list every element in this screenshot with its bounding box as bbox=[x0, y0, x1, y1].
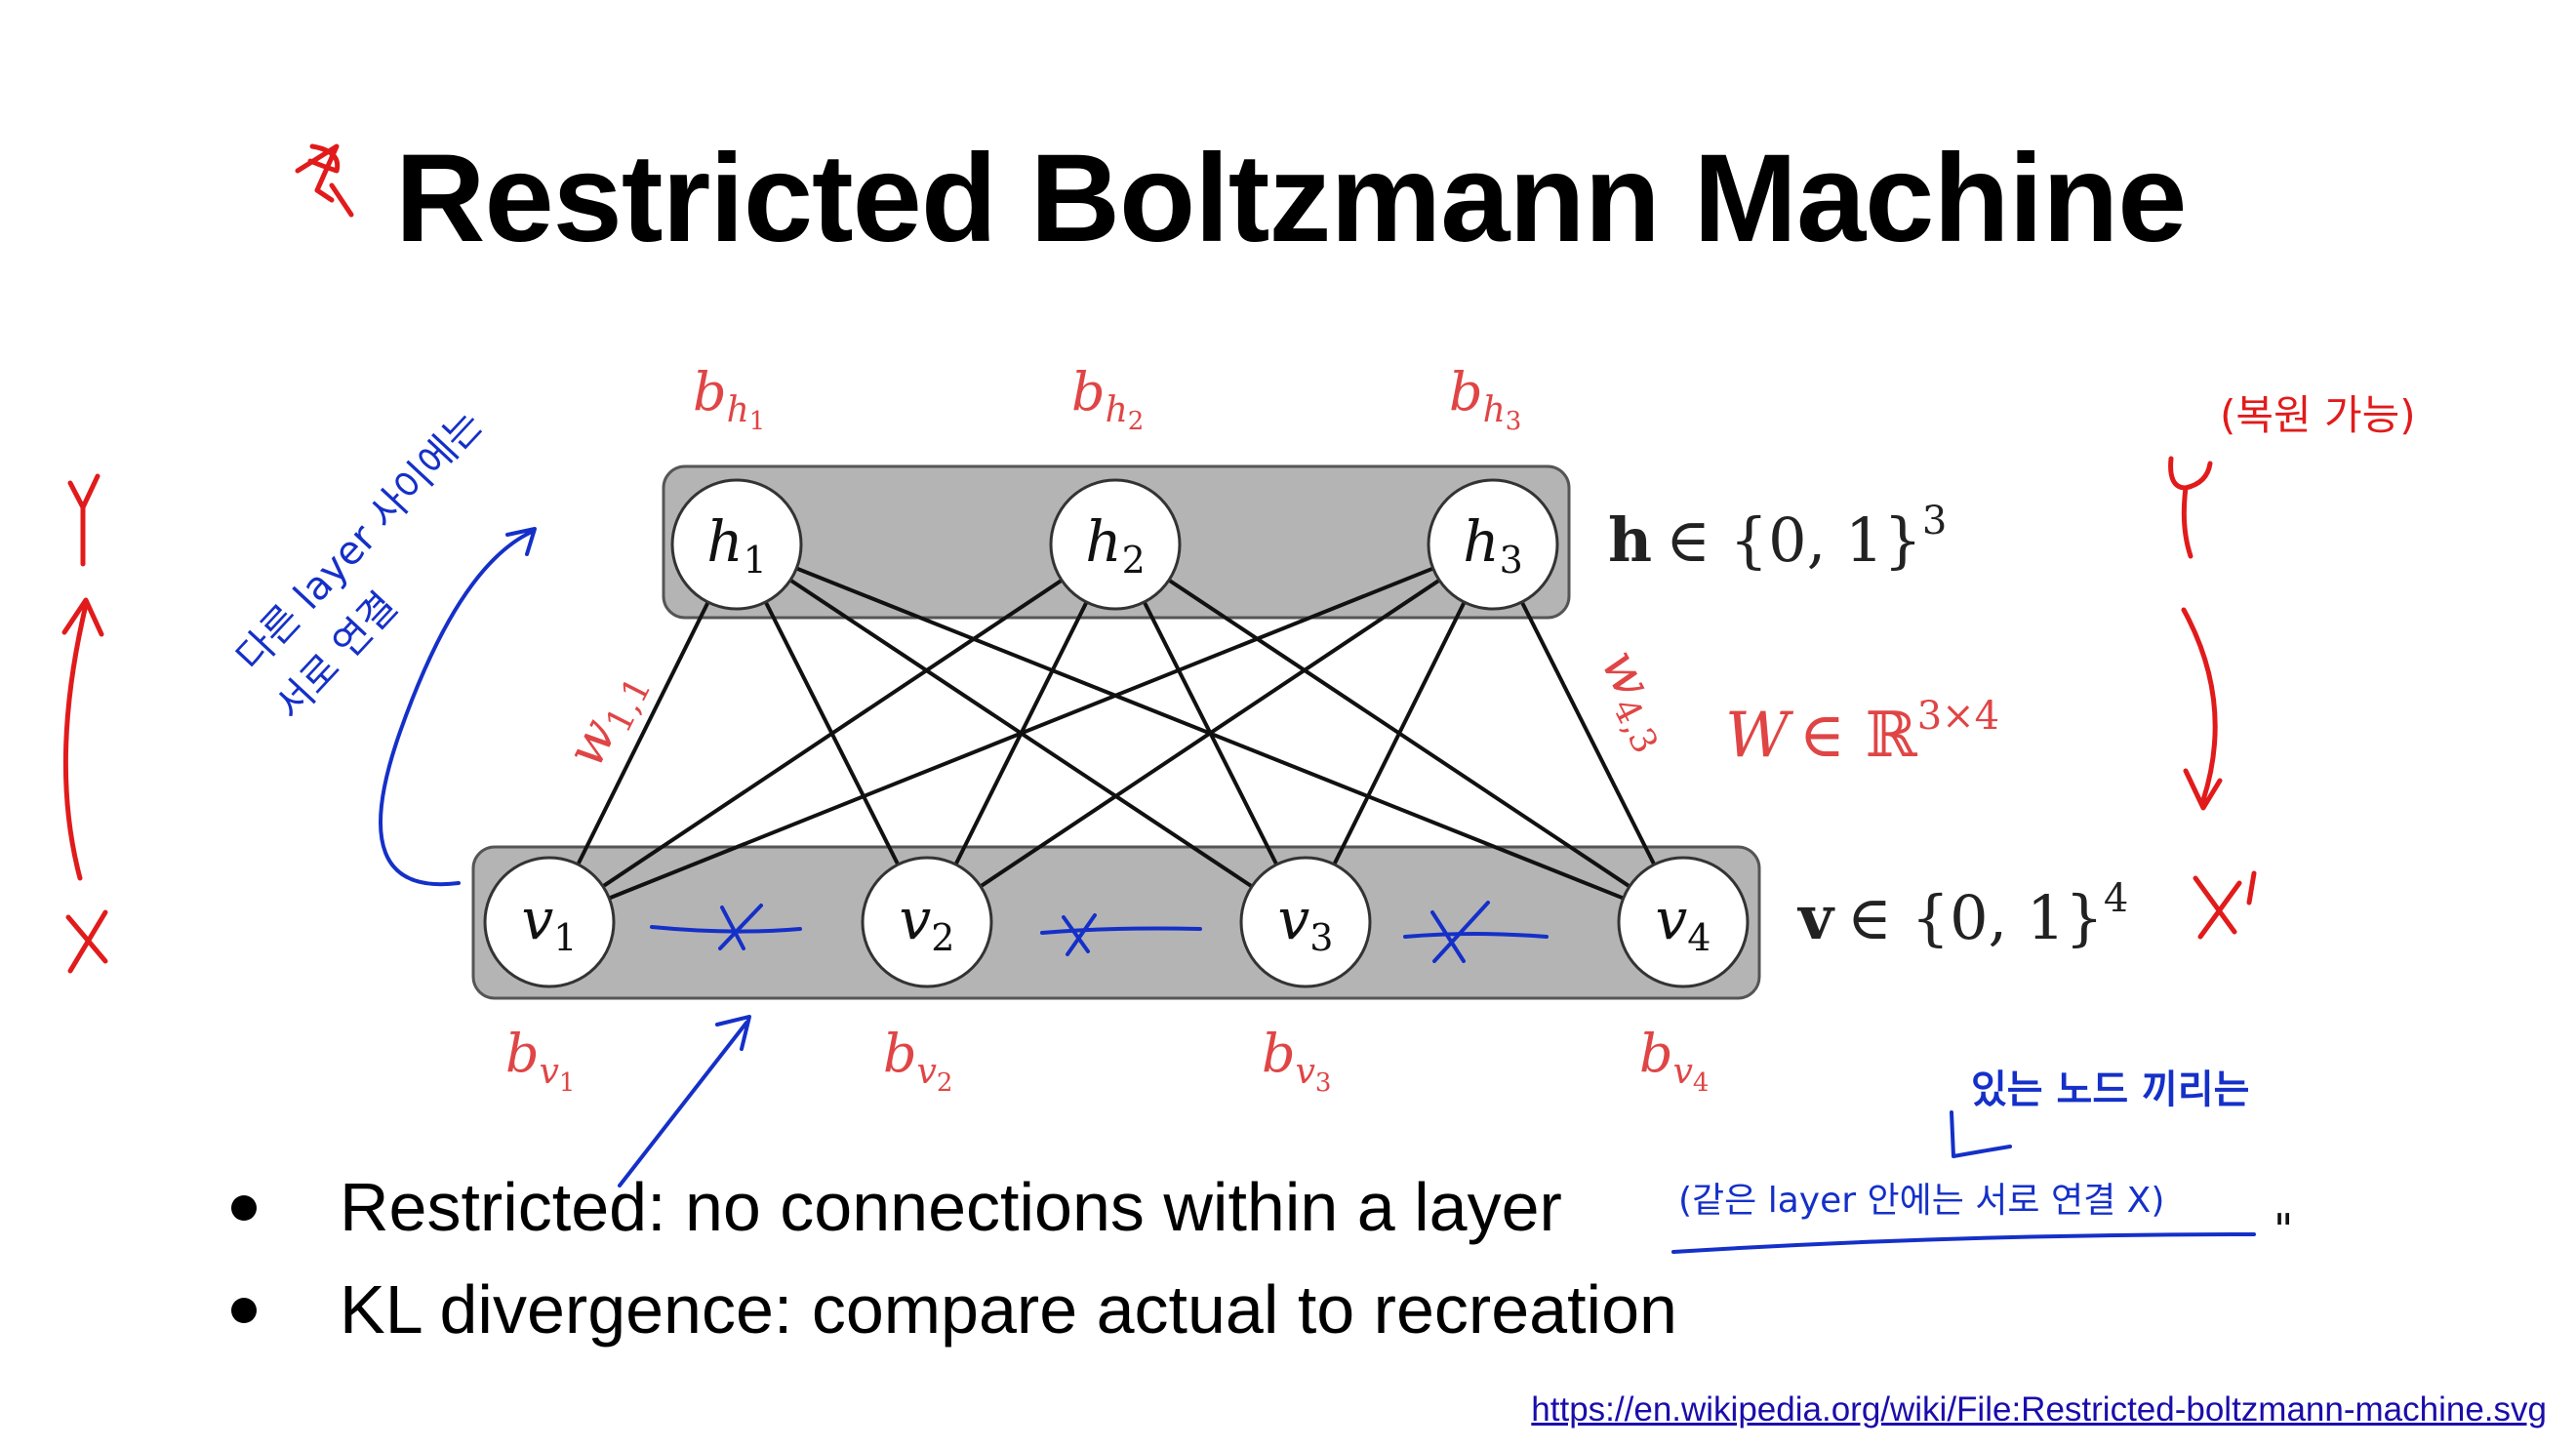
visible-node-v2: v2 bbox=[861, 856, 993, 988]
visible-set-label: v∈ {0, 1}4 bbox=[1796, 876, 2128, 953]
blue-curved-arrow-icon bbox=[379, 527, 537, 887]
red-pen-annotations bbox=[61, 143, 2257, 974]
svg-text:v3: v3 bbox=[1278, 886, 1334, 959]
visible-node-v1: v1 bbox=[483, 856, 616, 988]
edge-h2-v1 bbox=[547, 543, 1117, 924]
bullet-dot-icon bbox=[231, 1195, 257, 1221]
bullet-item: Restricted: no connections within a laye… bbox=[229, 1156, 1677, 1259]
hidden-node-h3: h3 bbox=[1427, 478, 1559, 611]
cross-line-v2-v3 bbox=[1040, 926, 1202, 935]
right-x-prime-glyph bbox=[2193, 870, 2257, 940]
weight-matrix-label: W∈ ℝ3×4 bbox=[1725, 694, 1999, 772]
bias-v3: bv3 bbox=[1262, 1023, 1331, 1098]
weight-edges bbox=[547, 543, 1685, 924]
left-y-glyph bbox=[67, 473, 101, 567]
note-same-layer: (같은 layer 안에는 서로 연결 X) bbox=[1678, 1181, 2164, 1221]
svg-text:h3: h3 bbox=[1463, 508, 1523, 582]
source-link[interactable]: https://en.wikipedia.org/wiki/File:Restr… bbox=[1531, 1390, 2547, 1429]
cross-x-v1-v2 bbox=[718, 904, 763, 950]
left-x-glyph bbox=[65, 909, 108, 974]
visible-node-v4: v4 bbox=[1617, 856, 1750, 988]
bullet-list: Restricted: no connections within a laye… bbox=[229, 1156, 1677, 1361]
left-up-arrow-icon bbox=[61, 597, 104, 881]
bias-v1: bv1 bbox=[505, 1023, 575, 1098]
svg-text:v2: v2 bbox=[900, 886, 955, 959]
blue-pointer-arrow-icon bbox=[618, 1015, 751, 1187]
bullet-item: KL divergence: compare actual to recreat… bbox=[229, 1259, 1677, 1361]
right-y-glyph bbox=[2168, 456, 2213, 559]
bias-h2: bh2 bbox=[1071, 361, 1144, 436]
blue-hook bbox=[1950, 1110, 2012, 1158]
bullet-dot-icon bbox=[231, 1298, 257, 1323]
edge-h1-v1 bbox=[547, 543, 739, 923]
bias-h3: bh3 bbox=[1449, 361, 1521, 436]
cross-line-v3-v4 bbox=[1403, 932, 1549, 939]
visible-layer-box bbox=[471, 845, 1761, 1000]
weight-label-w43: w4,3 bbox=[1584, 639, 1689, 760]
hidden-set-label: h∈ {0, 1}3 bbox=[1608, 499, 1947, 576]
cross-x-v3-v4 bbox=[1430, 901, 1490, 963]
edge-h3-v2 bbox=[925, 543, 1495, 924]
svg-text:v1: v1 bbox=[522, 886, 578, 959]
edge-h3-v1 bbox=[548, 543, 1494, 924]
svg-text:v4: v4 bbox=[1656, 886, 1711, 959]
cross-x-v2-v3 bbox=[1062, 913, 1097, 956]
cross-line-v1-v2 bbox=[650, 925, 802, 934]
blue-tick-mark: " bbox=[2274, 1205, 2293, 1255]
right-down-arrow-icon bbox=[2181, 607, 2223, 811]
edge-h3-v3 bbox=[1304, 543, 1495, 923]
blue-pen-annotations bbox=[379, 527, 2256, 1254]
svg-text:h1: h1 bbox=[706, 508, 767, 582]
visible-node-v3: v3 bbox=[1239, 856, 1372, 988]
bias-v2: bv2 bbox=[883, 1023, 952, 1098]
hidden-node-h2: h2 bbox=[1049, 478, 1182, 611]
note-nodes-between: 있는 노드 끼리는 bbox=[1971, 1067, 2249, 1112]
bias-h1: bh1 bbox=[693, 361, 765, 436]
hidden-node-h1: h1 bbox=[670, 478, 803, 611]
svg-text:h2: h2 bbox=[1085, 508, 1146, 582]
star-scribble-icon bbox=[295, 143, 354, 218]
weight-label-w11: w1,1 bbox=[553, 659, 659, 780]
bias-v4: bv4 bbox=[1639, 1023, 1709, 1098]
note-restorable: (복원 가능) bbox=[2220, 391, 2416, 439]
edge-h3-v4 bbox=[1491, 543, 1685, 923]
slide-title: Restricted Boltzmann Machine bbox=[395, 129, 2187, 268]
blue-underline bbox=[1671, 1232, 2256, 1254]
